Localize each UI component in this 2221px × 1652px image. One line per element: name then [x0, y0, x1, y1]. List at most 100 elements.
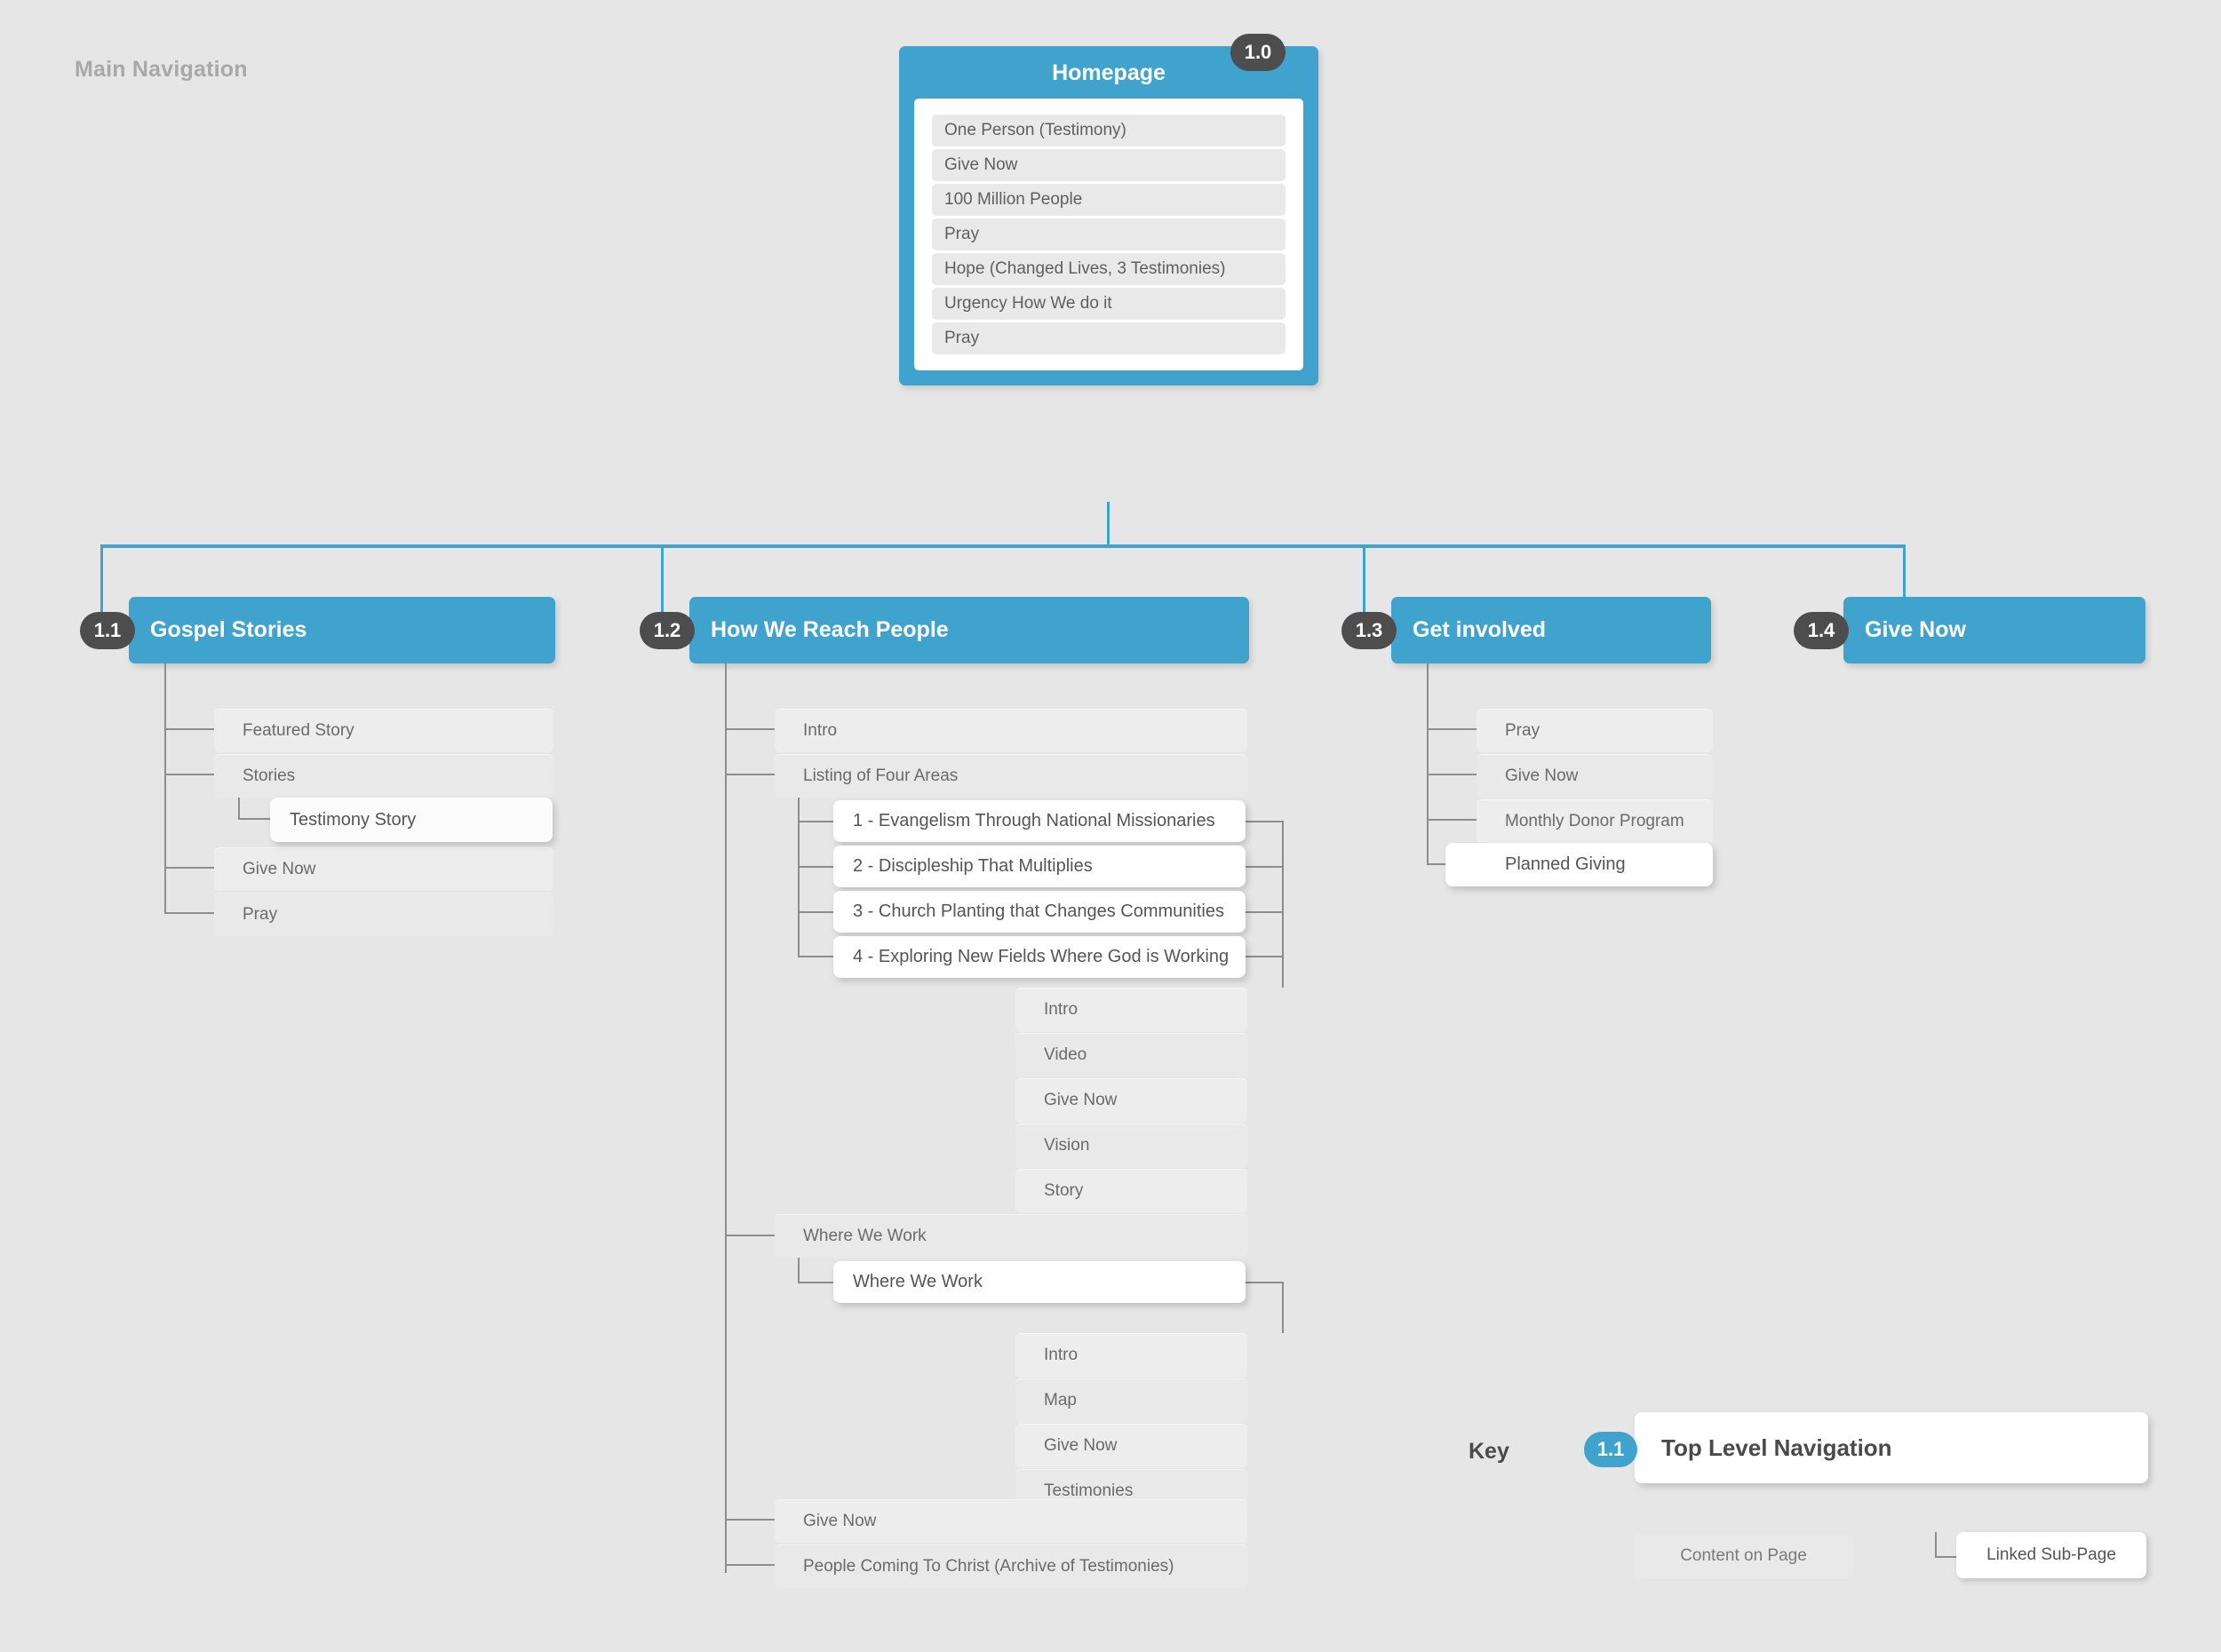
subpage-label: 3 - Church Planting that Changes Communi… [853, 901, 1224, 921]
list-item-label: Give Now [1044, 1091, 1118, 1109]
badge-1-0: 1.0 [1230, 34, 1286, 71]
section-title: Main Navigation [75, 57, 248, 82]
collector-tick [1246, 866, 1283, 868]
subpage-label: Where We Work [853, 1272, 983, 1291]
list-item[interactable]: Give Now [1015, 1078, 1247, 1123]
list-item[interactable]: Intro [775, 709, 1247, 752]
subpage-label: 4 - Exploring New Fields Where God is Wo… [853, 947, 1230, 966]
branch-tick [725, 1564, 775, 1566]
key-content-on-page-label: Content on Page [1680, 1546, 1807, 1565]
list-item[interactable]: Story [1015, 1169, 1247, 1213]
node-give-now-title: Give Now [1865, 617, 1966, 642]
node-give-now[interactable]: Give Now [1843, 597, 2145, 663]
key-linked-sub-page: Linked Sub-Page [1956, 1532, 2146, 1578]
branch-tick [164, 912, 214, 914]
subpage-area-4[interactable]: 4 - Exploring New Fields Where God is Wo… [833, 936, 1246, 978]
node-get-involved[interactable]: Get involved [1391, 597, 1711, 663]
subpage-testimony-story[interactable]: Testimony Story [270, 798, 553, 842]
badge-1-4: 1.4 [1794, 612, 1849, 649]
list-item-label: People Coming To Christ (Archive of Test… [803, 1556, 1174, 1576]
branch-spine-1-3 [1427, 663, 1429, 865]
content-row[interactable]: Pray [932, 322, 1286, 354]
subpage-planned-giving[interactable]: Planned Giving [1445, 843, 1713, 886]
subpage-connector-h [238, 818, 270, 820]
list-item[interactable]: Video [1015, 1033, 1247, 1077]
node-homepage[interactable]: Homepage One Person (Testimony) Give Now… [899, 46, 1318, 385]
content-row[interactable]: 100 Million People [932, 184, 1286, 216]
branch-tick [725, 728, 775, 730]
key-connector-v [1935, 1532, 1937, 1557]
list-item[interactable]: Map [1015, 1378, 1247, 1423]
key-connector-h [1935, 1556, 1963, 1558]
node-gospel-stories[interactable]: Gospel Stories [129, 597, 555, 663]
badge-1-1: 1.1 [80, 612, 135, 649]
list-item-label: Intro [1044, 1346, 1079, 1364]
branch-tick [725, 1235, 775, 1236]
subpage-where-we-work[interactable]: Where We Work [833, 1261, 1246, 1303]
key-top-level-card: Top Level Navigation [1635, 1412, 2148, 1483]
subpage-connector-h [798, 1282, 833, 1283]
four-areas-tick [798, 866, 833, 868]
branch-tick [164, 867, 214, 869]
badge-1-3: 1.3 [1341, 612, 1397, 649]
list-item[interactable]: Give Now [775, 1499, 1247, 1543]
list-item-label: Give Now [1505, 766, 1579, 785]
trunk-horizontal [100, 544, 1906, 548]
key-label: Key [1469, 1439, 1509, 1464]
content-row[interactable]: Hope (Changed Lives, 3 Testimonies) [932, 253, 1286, 285]
subpage-area-2[interactable]: 2 - Discipleship That Multiplies [833, 846, 1246, 887]
list-item-label: Pray [243, 904, 278, 924]
subpage-label: 2 - Discipleship That Multiplies [853, 856, 1093, 876]
list-item-label: Featured Story [243, 720, 354, 740]
trunk-drop-1-1 [100, 544, 103, 622]
list-item[interactable]: Vision [1015, 1124, 1247, 1168]
list-item[interactable]: Featured Story [214, 709, 553, 752]
list-item[interactable]: Intro [1015, 1333, 1247, 1378]
key-top-level-label: Top Level Navigation [1661, 1434, 1892, 1461]
collector-tick [1246, 911, 1283, 913]
list-item-label: Video [1044, 1045, 1087, 1064]
list-item-label: Map [1044, 1391, 1077, 1410]
subpage-connector-v [798, 1258, 800, 1283]
list-item[interactable]: Monthly Donor Program [1477, 799, 1713, 843]
branch-tick [164, 774, 214, 775]
list-item-label: Testimonies [1044, 1481, 1134, 1500]
content-row[interactable]: Give Now [932, 149, 1286, 181]
list-item[interactable]: Listing of Four Areas [775, 754, 1247, 798]
list-item-label: Give Now [1044, 1436, 1118, 1455]
list-item[interactable]: Pray [214, 893, 553, 936]
node-how-we-reach-people-title: How We Reach People [711, 617, 949, 642]
branch-tick [725, 774, 775, 775]
content-row[interactable]: Pray [932, 218, 1286, 250]
list-item[interactable]: People Coming To Christ (Archive of Test… [775, 1545, 1247, 1588]
list-item[interactable]: Pray [1477, 709, 1713, 752]
trunk-drop-1-4 [1903, 544, 1906, 622]
list-item-label: Intro [803, 720, 838, 740]
list-item-label: Give Now [243, 859, 316, 878]
list-item[interactable]: Intro [1015, 988, 1247, 1032]
subpage-label: Planned Giving [1505, 854, 1626, 874]
list-item-label: Pray [1505, 720, 1540, 740]
node-homepage-title: Homepage [1052, 60, 1166, 85]
list-item-label: Monthly Donor Program [1505, 811, 1684, 830]
subpage-area-1[interactable]: 1 - Evangelism Through National Missiona… [833, 800, 1246, 842]
list-item[interactable]: Give Now [214, 847, 553, 891]
homepage-content-panel: One Person (Testimony) Give Now 100 Mill… [914, 99, 1303, 370]
list-item-label: Stories [243, 766, 296, 785]
four-areas-tick [798, 821, 833, 822]
list-item[interactable]: Stories [214, 754, 553, 798]
list-item[interactable]: Give Now [1015, 1424, 1247, 1468]
branch-tick [725, 1519, 775, 1521]
collector-tick [1246, 821, 1283, 822]
node-how-we-reach-people[interactable]: How We Reach People [689, 597, 1249, 663]
list-item[interactable]: Give Now [1477, 754, 1713, 798]
content-row[interactable]: Urgency How We do it [932, 288, 1286, 320]
branch-spine-1-1 [164, 663, 166, 913]
collector-tick [1246, 1282, 1283, 1283]
branch-spine-1-2 [725, 663, 727, 1573]
subpage-area-3[interactable]: 3 - Church Planting that Changes Communi… [833, 891, 1246, 933]
content-row[interactable]: One Person (Testimony) [932, 115, 1286, 147]
subpage-label: 1 - Evangelism Through National Missiona… [853, 811, 1215, 830]
list-item[interactable]: Where We Work [775, 1214, 1247, 1258]
